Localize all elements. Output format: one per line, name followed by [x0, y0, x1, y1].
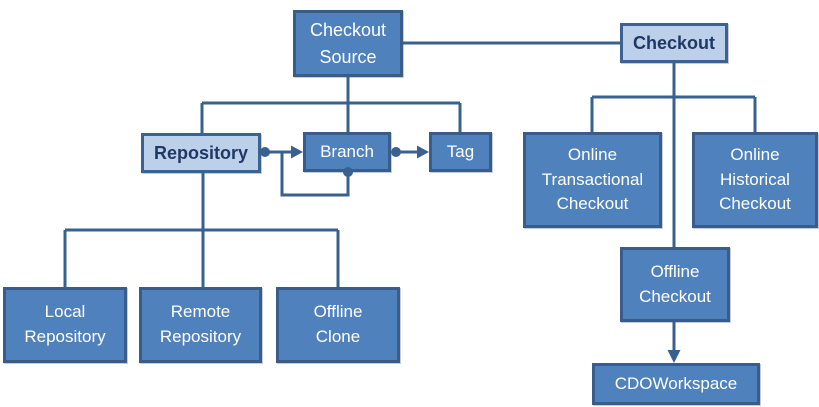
node-checkout-source: Checkout Source [293, 10, 403, 77]
dot-repository-branch [260, 147, 270, 157]
arrowhead-into-cdoworkspace [667, 350, 681, 363]
node-local-repository: Local Repository [3, 287, 127, 363]
arrowhead-into-branch [291, 145, 303, 159]
arrowhead-into-tag [417, 145, 429, 159]
node-online-historical-checkout: Online Historical Checkout [692, 132, 818, 228]
dot-branch-tag [391, 147, 401, 157]
node-remote-repository: Remote Repository [139, 287, 262, 363]
node-cdoworkspace: CDOWorkspace [592, 363, 760, 405]
node-checkout: Checkout [620, 23, 728, 63]
node-repository: Repository [141, 133, 261, 173]
node-offline-checkout: Offline Checkout [620, 247, 730, 322]
node-online-transactional-checkout: Online Transactional Checkout [523, 132, 662, 228]
node-tag: Tag [429, 132, 492, 172]
node-offline-clone: Offline Clone [276, 287, 400, 363]
node-branch: Branch [303, 132, 391, 172]
